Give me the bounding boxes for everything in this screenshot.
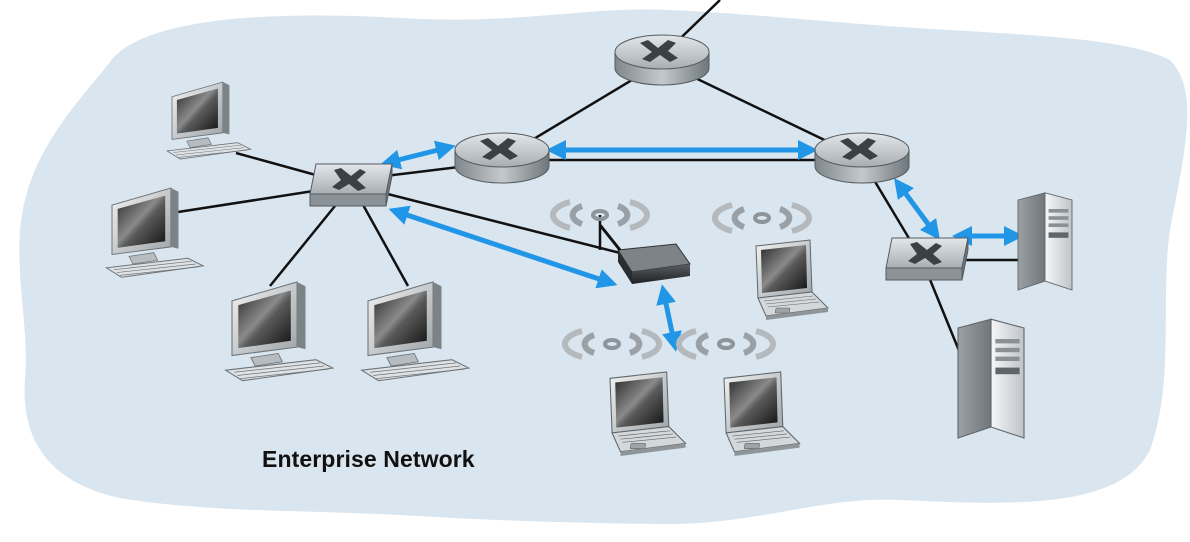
traffic-arrows (380, 140, 1024, 352)
arrow-switch-access-point (388, 205, 618, 289)
diagram-title: Enterprise Network (262, 446, 475, 472)
arrow-router-switch (894, 177, 940, 241)
switch-right (885, 237, 969, 281)
router-top (614, 34, 710, 86)
switch-left (309, 163, 393, 207)
arrow-access-point-laptop (656, 284, 682, 352)
router-left (454, 132, 550, 184)
router-right (814, 132, 910, 184)
wireless-access-point (553, 202, 691, 284)
server (957, 318, 1025, 439)
arrow-switch-router (380, 140, 456, 170)
server (1017, 192, 1073, 291)
